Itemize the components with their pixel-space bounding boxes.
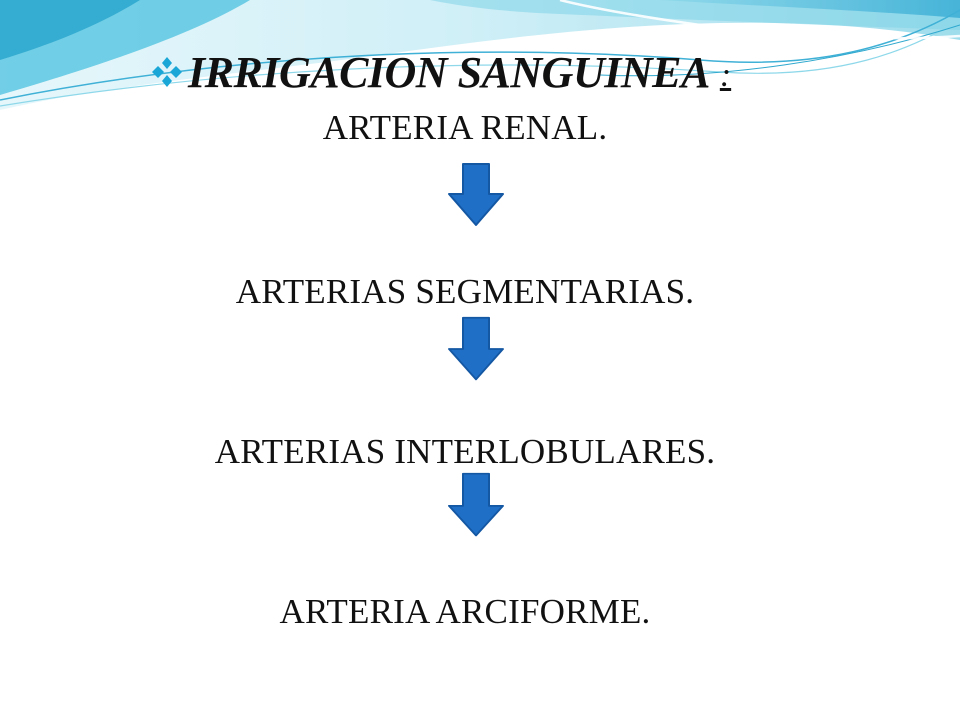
step-arterias-interlobulares: ARTERIAS INTERLOBULARES. [214,432,716,471]
down-arrow-icon [448,316,504,381]
slide-title: IRRIGACION SANGUINEA [188,47,710,97]
down-arrow-icon [448,472,504,537]
step-arterias-segmentarias: ARTERIAS SEGMENTARIAS. [235,272,695,311]
header-wave-decoration [0,0,960,110]
slide-title-row: IRRIGACION SANGUINEA : [150,42,731,102]
step-arteria-arciforme: ARTERIA ARCIFORME. [279,592,651,631]
title-colon: : [719,57,732,94]
step-arteria-renal: ARTERIA RENAL. [322,108,608,147]
diamond-bullet-icon [152,57,182,87]
down-arrow-icon [448,163,504,226]
